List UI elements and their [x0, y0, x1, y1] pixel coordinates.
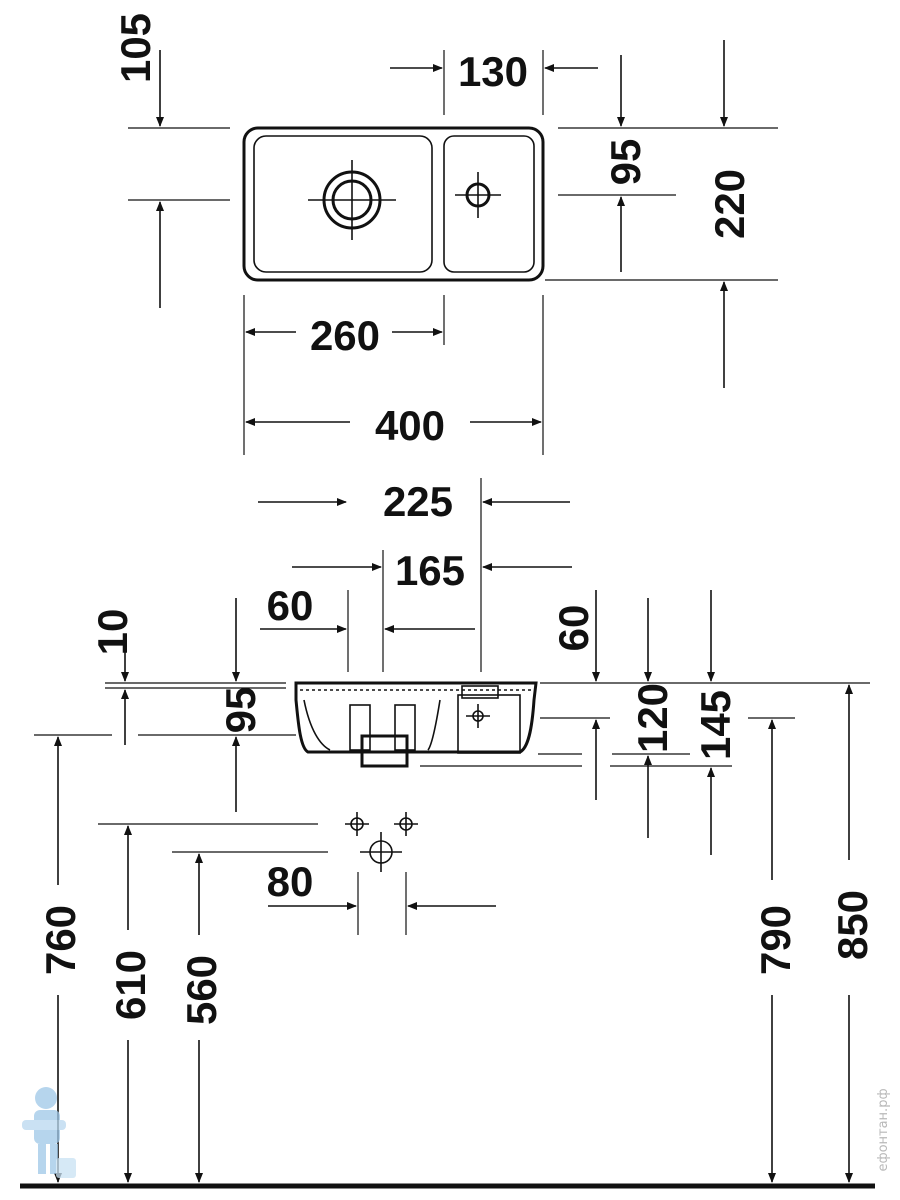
- dim-225: 225: [383, 478, 453, 525]
- dim-790: 790: [752, 905, 799, 975]
- dim-165: 165: [395, 547, 465, 594]
- plumber-logo-icon: [22, 1087, 76, 1178]
- dim-120: 120: [629, 683, 676, 753]
- dim-260: 260: [310, 312, 380, 359]
- dim-60-right: 60: [550, 605, 597, 652]
- dim-95-top: 95: [602, 139, 649, 186]
- connection-symbols: [345, 812, 418, 872]
- drain-symbol: [308, 160, 396, 240]
- dim-610: 610: [107, 950, 154, 1020]
- dim-400: 400: [375, 402, 445, 449]
- dim-145: 145: [692, 690, 739, 760]
- drain-outlet: [360, 734, 409, 768]
- dim-105: 105: [112, 13, 159, 83]
- basin-top-outline: [242, 126, 545, 282]
- dim-560: 560: [178, 955, 225, 1025]
- basin-front-outline: [294, 681, 538, 754]
- dim-850: 850: [829, 890, 876, 960]
- dim-80: 80: [267, 858, 314, 905]
- basin-top-inner-right: [443, 135, 535, 273]
- dim-130: 130: [458, 48, 528, 95]
- top-view: 105 130 95 220 260 400: [112, 13, 778, 455]
- basin-top-inner-left: [253, 135, 433, 273]
- dim-10: 10: [89, 609, 136, 656]
- dim-60-left: 60: [267, 582, 314, 629]
- dim-95-front: 95: [217, 687, 264, 734]
- dim-220: 220: [706, 169, 753, 239]
- tap-hole-front-symbol: [466, 704, 490, 728]
- watermark: ефонтан.рф: [876, 1088, 891, 1171]
- tap-hole-symbol: [455, 172, 501, 218]
- dim-760: 760: [37, 905, 84, 975]
- front-view: 225 165 60 10 95 60 120 145 80: [20, 478, 876, 1189]
